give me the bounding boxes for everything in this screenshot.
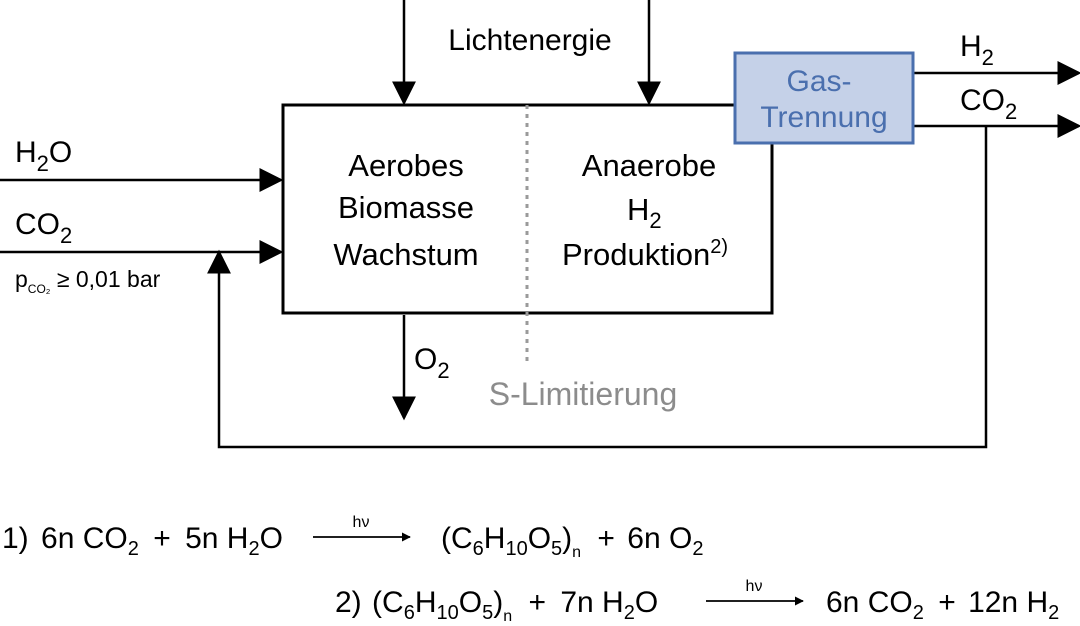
eq2-arrow-label: hν [746, 578, 763, 595]
svg-text:(C6H10O5)n + 6n O2: (C6H10O5)n + 6n O2 [441, 522, 703, 564]
aerobic-line-2: Biomasse [338, 190, 474, 225]
equation-1: 1) 6n CO2 + 5n H2O hν (C6H10O5)n + 6n O2 [2, 514, 703, 564]
equation-2: 2) (C6H10O5)n + 7n H2O hν 6n CO2 + 12n H… [335, 578, 1059, 626]
co2-input-label: CO2 [15, 208, 72, 248]
anaerobic-line-1: Anaerobe [582, 148, 716, 183]
co2-output-label: CO2 [960, 84, 1017, 124]
anaerobic-line-3: Produktion2) [562, 236, 728, 272]
water-input-label: H2O [15, 136, 72, 176]
eq1-arrow-label: hν [353, 514, 370, 531]
aerobic-line-3: Wachstum [333, 237, 478, 272]
anaerobic-h2: H2 [627, 192, 662, 233]
co2-recycle-loop [207, 126, 988, 449]
aerobic-line-1: Aerobes [348, 148, 463, 183]
o2-output-label: O2 [414, 343, 450, 383]
gas-separation-line-1: Gas- [786, 65, 851, 98]
co2-pressure-label: pCO₂ ≥ 0,01 bar [15, 266, 161, 296]
h2-output-label: H2 [960, 30, 994, 70]
svg-text:6n CO2 + 12n H2: 6n CO2 + 12n H2 [826, 586, 1059, 626]
svg-text:2) (C6H10O5)n +: 2) (C6H10O5)n + 7n H2O [335, 586, 658, 626]
svg-text:1) 6n CO2 +: 1) 6n CO2 + 5n H2O [2, 522, 283, 562]
s-limitation-label: S-Limitierung [489, 376, 678, 412]
light-energy-label: Lichtenergie [448, 24, 611, 57]
gas-separation-line-2: Trennung [760, 101, 887, 134]
gas-separation-box [733, 51, 915, 145]
